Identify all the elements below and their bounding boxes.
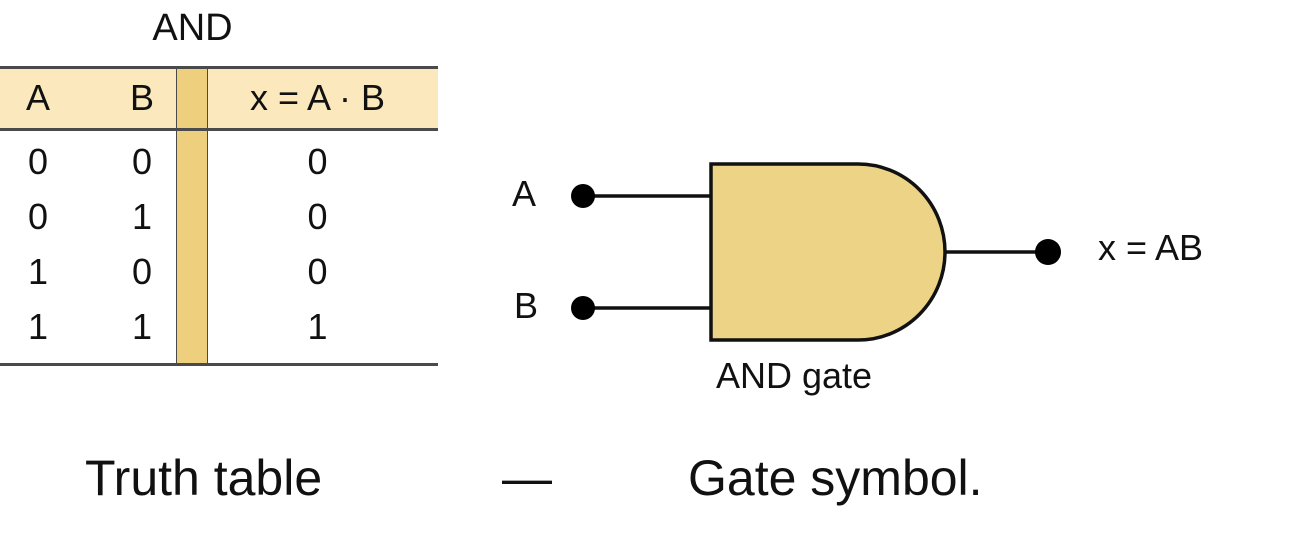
row-3-a: 1 [27,306,49,347]
row-3-x: 1 [307,306,328,347]
caption-gate-symbol: Gate symbol. [688,450,983,506]
truth-table-header-background [0,68,438,130]
caption-truth-table: Truth table [85,450,323,506]
row-1-a: 0 [27,196,49,237]
and-gate-body [709,162,947,342]
input-a-label: A [512,173,537,214]
gate-name-label: AND gate [716,355,873,396]
row-0-a: 0 [27,141,49,182]
truth-table-bottom-rule [0,363,438,366]
row-3-b: 1 [131,306,153,347]
truth-table-separator-column [176,68,208,366]
output-terminal [1035,239,1061,265]
row-1-x: 0 [307,196,328,237]
row-1-b: 1 [131,196,153,237]
input-a-terminal [571,184,595,208]
row-2-x: 0 [307,251,328,292]
truth-table: A B x = A · B 0 0 0 0 1 0 1 0 0 1 1 1 [0,66,438,366]
truth-table-header-rule [0,128,438,131]
output-label: x = AB [1098,227,1204,268]
header-x: x = A · B [249,77,386,118]
row-0-x: 0 [307,141,328,182]
input-b-terminal [571,296,595,320]
header-a: A [25,77,50,118]
row-2-a: 1 [27,251,49,292]
header-b: B [129,77,154,118]
caption-dash: — [502,450,552,506]
input-b-label: B [514,285,539,326]
truth-table-title: AND [152,7,233,49]
truth-table-top-rule [0,66,438,69]
row-2-b: 0 [131,251,153,292]
row-0-b: 0 [131,141,153,182]
